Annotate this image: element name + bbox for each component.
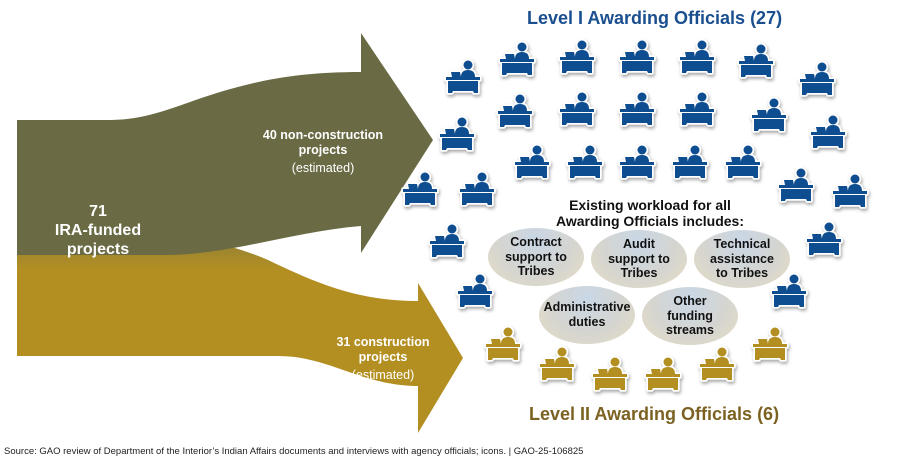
level2-official-desk-icon: [483, 325, 523, 365]
level1-official-desk-icon: [437, 115, 477, 155]
level1-official-desk-icon: [804, 220, 844, 260]
workload-heading-line2: Awarding Officials includes:: [555, 213, 744, 230]
bubble-line: Contract: [510, 234, 562, 249]
bubble-line: funding: [667, 308, 713, 323]
level1-official-desk-icon: [769, 272, 809, 312]
non-construction-count: 40 non-construction: [262, 128, 384, 142]
level1-official-desk-icon: [565, 143, 605, 183]
level1-official-desk-icon: [617, 90, 657, 130]
level1-official-desk-icon: [617, 38, 657, 78]
level2-official-desk-icon: [697, 345, 737, 385]
bubble-line: support to: [505, 249, 567, 264]
bubble-line: Other: [673, 293, 707, 308]
level1-official-desk-icon: [427, 222, 467, 262]
total-projects-label: 71 IRA-funded projects: [28, 202, 168, 260]
construction-count: 31 construction: [336, 335, 430, 349]
level1-official-desk-icon: [457, 170, 497, 210]
level1-official-desk-icon: [749, 96, 789, 136]
bubble-line: Audit: [623, 236, 655, 251]
level2-official-desk-icon: [750, 325, 790, 365]
construction-projects-text: projects: [358, 350, 408, 364]
level1-official-desk-icon: [557, 90, 597, 130]
bubble-line: Tribes: [517, 264, 555, 279]
level2-title: Level II Awarding Officials (6): [529, 404, 780, 424]
level1-official-desk-icon: [670, 143, 710, 183]
non-construction-flow-arrow: [17, 33, 433, 255]
bubble-line: duties: [568, 315, 606, 329]
level1-official-desk-icon: [512, 143, 552, 183]
level1-official-desk-icon: [455, 272, 495, 312]
level1-official-desk-icon: [495, 92, 535, 132]
level1-official-desk-icon: [497, 40, 537, 80]
level1-official-desk-icon: [400, 170, 440, 210]
level1-official-desk-icon: [723, 143, 763, 183]
non-construction-estimated-note: (estimated): [291, 161, 355, 175]
level1-title: Level I Awarding Officials (27): [527, 8, 783, 28]
level1-official-desk-icon: [736, 42, 776, 82]
level1-official-desk-icon: [443, 58, 483, 98]
level2-official-desk-icon: [537, 345, 577, 385]
non-construction-label: 40 non-construction projects (estimated): [258, 128, 388, 176]
workload-heading-line1: Existing workload for all: [569, 197, 731, 213]
level1-official-desk-icon: [830, 172, 870, 212]
construction-label: 31 construction projects (estimated): [333, 335, 433, 383]
level1-official-desk-icon: [677, 38, 717, 78]
bubble-line: support to: [608, 251, 670, 266]
total-label-line2: projects: [66, 241, 130, 259]
construction-flow-arrow: [17, 238, 463, 433]
bubble-line: Tribes: [620, 266, 658, 281]
level2-official-desk-icon: [643, 355, 683, 395]
bubble-line: assistance: [710, 251, 774, 266]
level1-official-desk-icon: [557, 38, 597, 78]
level1-official-desk-icon: [617, 143, 657, 183]
non-construction-projects-text: projects: [298, 143, 348, 157]
bubble-line: streams: [666, 323, 714, 338]
level2-official-desk-icon: [590, 355, 630, 395]
workload-heading: Existing workload for all Awarding Offic…: [520, 197, 780, 229]
construction-estimated-note: (estimated): [351, 368, 415, 382]
level1-official-desk-icon: [776, 166, 816, 206]
total-label-line1: IRA-funded: [54, 222, 142, 240]
bubble-line: to Tribes: [715, 266, 769, 281]
bubble-line: Administrative: [543, 300, 631, 315]
level1-official-desk-icon: [808, 113, 848, 153]
bubble-line: Technical: [713, 236, 771, 251]
level1-official-desk-icon: [797, 60, 837, 100]
total-count: 71: [89, 203, 107, 220]
source-note: Source: GAO review of Department of the …: [4, 446, 584, 457]
level1-official-desk-icon: [677, 90, 717, 130]
